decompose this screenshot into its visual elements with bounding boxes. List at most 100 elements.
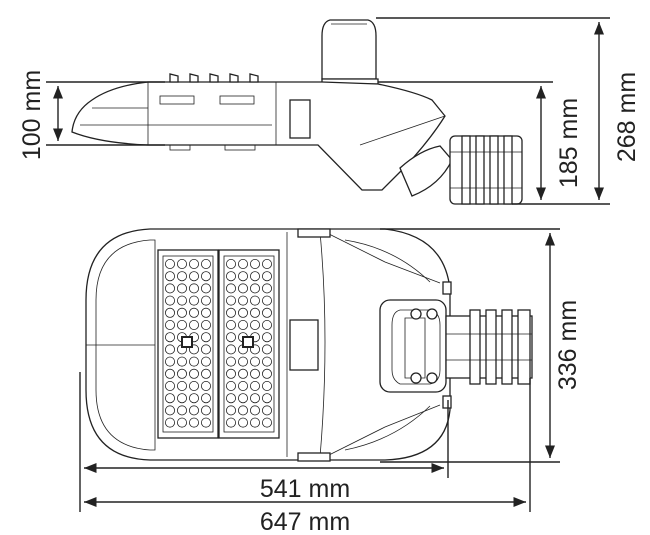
led-lens	[200, 368, 211, 379]
led-lens	[200, 319, 211, 330]
led-lens	[237, 417, 248, 428]
led-lens	[261, 295, 272, 306]
led-lens	[200, 344, 211, 355]
led-lens	[188, 271, 199, 282]
led-lens	[176, 271, 187, 282]
led-lens	[176, 405, 187, 416]
led-lens	[261, 307, 272, 318]
led-lens	[188, 368, 199, 379]
led-lens	[261, 258, 272, 269]
top-pole-clamp	[445, 309, 533, 385]
led-lens	[225, 319, 236, 330]
dim-100: 100 mm	[18, 70, 165, 160]
led-lens	[225, 380, 236, 391]
led-lens	[200, 405, 211, 416]
led-lens	[225, 332, 236, 343]
led-lens	[188, 393, 199, 404]
led-lens	[249, 356, 260, 367]
led-lens	[261, 332, 272, 343]
led-lens	[249, 368, 260, 379]
led-lens	[164, 283, 175, 294]
led-lens	[200, 356, 211, 367]
led-lens	[176, 319, 187, 330]
led-lens	[176, 380, 187, 391]
led-lens	[200, 332, 211, 343]
led-lens	[200, 417, 211, 428]
led-lens	[164, 368, 175, 379]
led-lens	[261, 283, 272, 294]
led-lens	[225, 283, 236, 294]
led-lens	[188, 380, 199, 391]
led-lens	[237, 393, 248, 404]
led-lens	[249, 271, 260, 282]
led-lens	[176, 295, 187, 306]
cooling-fins	[169, 73, 259, 83]
led-lens	[164, 307, 175, 318]
led-lens	[176, 283, 187, 294]
led-lens	[249, 258, 260, 269]
led-lens	[200, 283, 211, 294]
led-lens	[188, 283, 199, 294]
dim-647: 647 mm	[84, 378, 531, 535]
led-lens	[164, 344, 175, 355]
led-lens	[188, 258, 199, 269]
led-lens	[164, 332, 175, 343]
led-lens	[225, 417, 236, 428]
led-lens	[176, 393, 187, 404]
dim-label-268mm: 268 mm	[613, 72, 641, 162]
led-lens	[225, 295, 236, 306]
led-lens	[261, 380, 272, 391]
led-lens	[188, 405, 199, 416]
led-lens	[225, 307, 236, 318]
led-lens	[261, 271, 272, 282]
led-lens	[237, 356, 248, 367]
led-lens	[225, 344, 236, 355]
led-lens	[200, 307, 211, 318]
led-lens	[200, 271, 211, 282]
led-lens	[164, 271, 175, 282]
led-lens	[249, 295, 260, 306]
led-lens	[225, 356, 236, 367]
led-lens	[200, 393, 211, 404]
led-lens	[249, 307, 260, 318]
led-lens	[176, 258, 187, 269]
led-lens	[164, 405, 175, 416]
led-lens	[164, 258, 175, 269]
led-lens	[176, 368, 187, 379]
dim-268: 268 mm	[376, 17, 641, 205]
led-lens	[249, 380, 260, 391]
led-lens	[164, 319, 175, 330]
led-lens	[188, 295, 199, 306]
led-lens	[249, 283, 260, 294]
led-lens	[249, 319, 260, 330]
led-lens	[200, 258, 211, 269]
led-lens	[164, 393, 175, 404]
led-lens	[261, 356, 272, 367]
led-lens	[249, 405, 260, 416]
dim-185: 185 mm	[378, 81, 583, 205]
led-lens	[249, 417, 260, 428]
led-lens	[164, 417, 175, 428]
led-lens	[176, 417, 187, 428]
led-lens	[261, 405, 272, 416]
led-lens	[249, 393, 260, 404]
led-lens	[225, 368, 236, 379]
dim-label-185mm: 185 mm	[555, 98, 583, 188]
dim-label-647mm: 647 mm	[260, 508, 350, 535]
led-lens	[176, 356, 187, 367]
led-lens	[237, 405, 248, 416]
led-lens	[188, 356, 199, 367]
led-lens	[237, 368, 248, 379]
led-lens	[164, 356, 175, 367]
side-view	[71, 19, 523, 205]
led-lens	[237, 295, 248, 306]
led-lens	[261, 368, 272, 379]
led-lens	[237, 271, 248, 282]
dim-label-336mm: 336 mm	[554, 300, 582, 390]
led-lens	[164, 380, 175, 391]
side-pole-clamp	[449, 135, 523, 205]
led-lens	[225, 258, 236, 269]
led-lens	[188, 307, 199, 318]
led-lens	[237, 258, 248, 269]
led-lens	[225, 393, 236, 404]
